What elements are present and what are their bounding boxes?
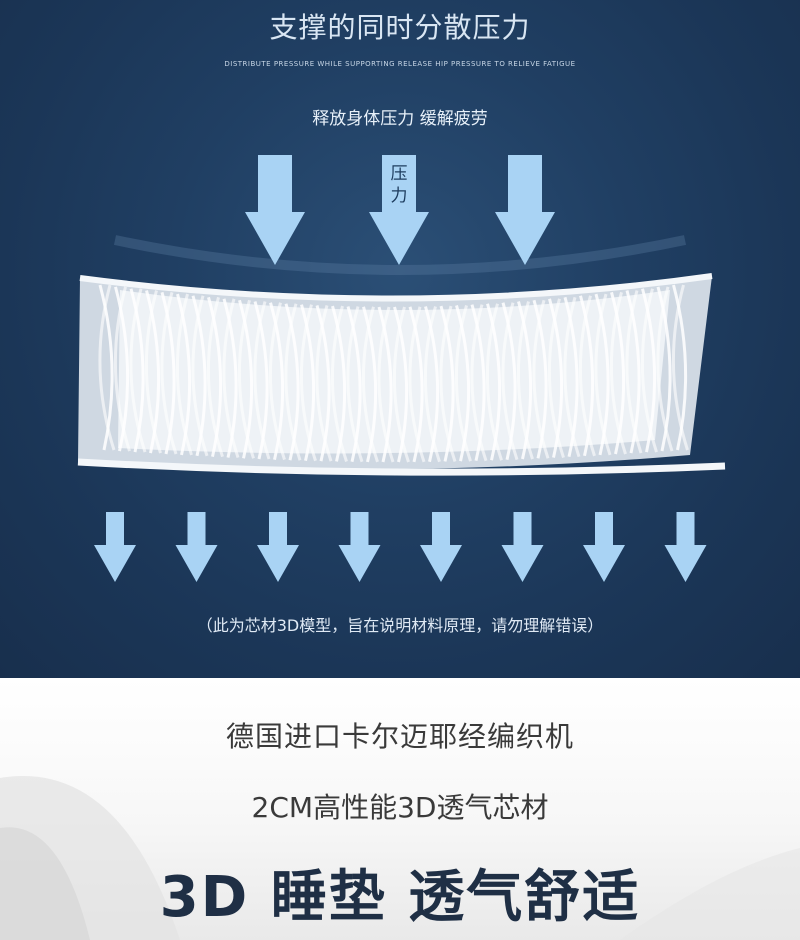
down-arrow-icon: [420, 512, 462, 582]
dispersed-arrows: [94, 512, 707, 582]
mesh-strand: [377, 306, 395, 463]
mesh-strand: [160, 291, 178, 455]
mesh-strand: [237, 299, 255, 459]
mesh-strand: [144, 290, 162, 454]
down-arrow-icon: [338, 512, 381, 582]
mesh-strand: [113, 286, 131, 452]
mesh-strand: [501, 302, 519, 461]
pressure-arrow-icon: [495, 155, 555, 265]
feature-knitting-machine: 德国进口卡尔迈耶经编织机: [225, 720, 574, 753]
pressure-diagram: [77, 155, 726, 582]
mesh-strand: [485, 303, 503, 461]
mesh-strand: [563, 296, 581, 458]
down-arrow-icon: [583, 512, 625, 582]
model-disclaimer: （此为芯材3D模型，旨在说明材料原理，请勿理解错误）: [196, 616, 604, 635]
mesh-strand: [470, 304, 488, 462]
feature-core-material: 2CM高性能3D透气芯材: [251, 791, 549, 824]
mesh-strand: [299, 304, 317, 462]
mesh-strand: [98, 284, 116, 451]
section-title: 支撑的同时分散压力: [269, 11, 531, 44]
section-subtitle-en: DISTRIBUTE PRESSURE WHILE SUPPORTING REL…: [224, 60, 576, 68]
mesh-strand: [408, 306, 426, 463]
mesh-strand: [609, 291, 627, 455]
mesh-strand: [439, 305, 457, 462]
mesh-strand: [191, 295, 209, 457]
down-arrow-icon: [175, 512, 218, 582]
mesh-core-illustration: [77, 273, 726, 476]
mesh-strand: [423, 306, 441, 463]
mesh-strand: [175, 293, 193, 456]
mesh-strand: [578, 295, 596, 457]
mesh-strand: [671, 284, 689, 451]
pressure-arrow-icon: [369, 155, 429, 265]
mesh-strand: [594, 293, 612, 456]
down-arrow-icon: [257, 512, 299, 582]
pressure-arrows: [245, 155, 555, 265]
mesh-strand: [392, 306, 410, 463]
mesh-strand: [268, 302, 286, 461]
mesh-strand: [330, 305, 348, 462]
mesh-strand: [640, 288, 658, 453]
mesh-strand: [206, 296, 224, 458]
mesh-strand: [284, 303, 302, 461]
mesh-strand: [454, 305, 472, 462]
down-arrow-icon: [94, 512, 136, 582]
mesh-strand: [656, 286, 674, 452]
down-arrow-icon: [501, 512, 544, 582]
down-arrow-icon: [664, 512, 707, 582]
mesh-strand: [222, 298, 240, 459]
pressure-arrow-icon: [245, 155, 305, 265]
mesh-strand: [625, 290, 643, 454]
feature-headline: 3D 睡垫 透气舒适: [159, 865, 641, 930]
section-subtitle-cn: 释放身体压力 缓解疲劳: [312, 109, 488, 129]
mesh-strand: [253, 301, 271, 460]
fabric-texture: [0, 776, 800, 940]
mesh-strand: [346, 306, 364, 463]
mesh-strand: [315, 305, 333, 462]
pressure-arc: [113, 235, 687, 275]
mesh-strand: [516, 301, 534, 460]
mesh-strand: [532, 299, 550, 459]
mesh-strand: [129, 288, 147, 453]
pressure-label: 压力: [390, 164, 408, 206]
mesh-strand: [547, 298, 565, 459]
mesh-strand: [361, 306, 379, 463]
